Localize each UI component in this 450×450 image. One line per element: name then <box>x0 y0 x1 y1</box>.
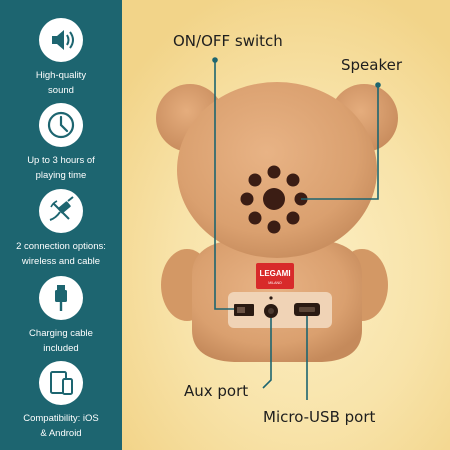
callout-onoff-switch: ON/OFF switch <box>173 32 283 50</box>
speaker-grille <box>240 165 308 234</box>
callout-lines <box>212 57 381 400</box>
aux-leader-line <box>262 318 272 389</box>
feature-label: 2 connection options: wireless and cable <box>16 241 106 267</box>
charging-cable-icon <box>39 276 83 320</box>
devices-icon <box>39 361 83 405</box>
callout-speaker: Speaker <box>341 56 403 74</box>
clock-icon <box>39 103 83 147</box>
callout-micro-usb-port: Micro-USB port <box>263 408 376 426</box>
product-photo-area: LEGAMI MILANO ON/OFF switch Spe <box>122 0 450 450</box>
onoff-leader-dot <box>212 57 218 63</box>
speaker-leader-dot <box>375 82 381 88</box>
speaker-leader-line <box>301 85 379 200</box>
feature-label: Up to 3 hours of playing time <box>27 155 95 181</box>
port-panel <box>228 292 332 328</box>
power-led <box>269 296 273 300</box>
bear-speaker-illustration: LEGAMI MILANO <box>156 57 398 400</box>
onoff-leader-line <box>214 60 234 310</box>
features-sidebar: High-quality sound Up to 3 hours of play… <box>0 0 122 450</box>
callout-aux-port: Aux port <box>184 382 249 400</box>
feature-label: High-quality sound <box>35 70 87 96</box>
feature-label: Compatibility: iOS & Android <box>23 413 99 439</box>
brand-tag-line2: MILANO <box>268 281 282 285</box>
brand-tag-line1: LEGAMI <box>259 269 290 278</box>
feature-label: Charging cable included <box>29 328 93 354</box>
speaker-icon <box>39 18 83 62</box>
brand-tag: LEGAMI MILANO <box>256 263 294 289</box>
cable-icon <box>39 189 83 233</box>
